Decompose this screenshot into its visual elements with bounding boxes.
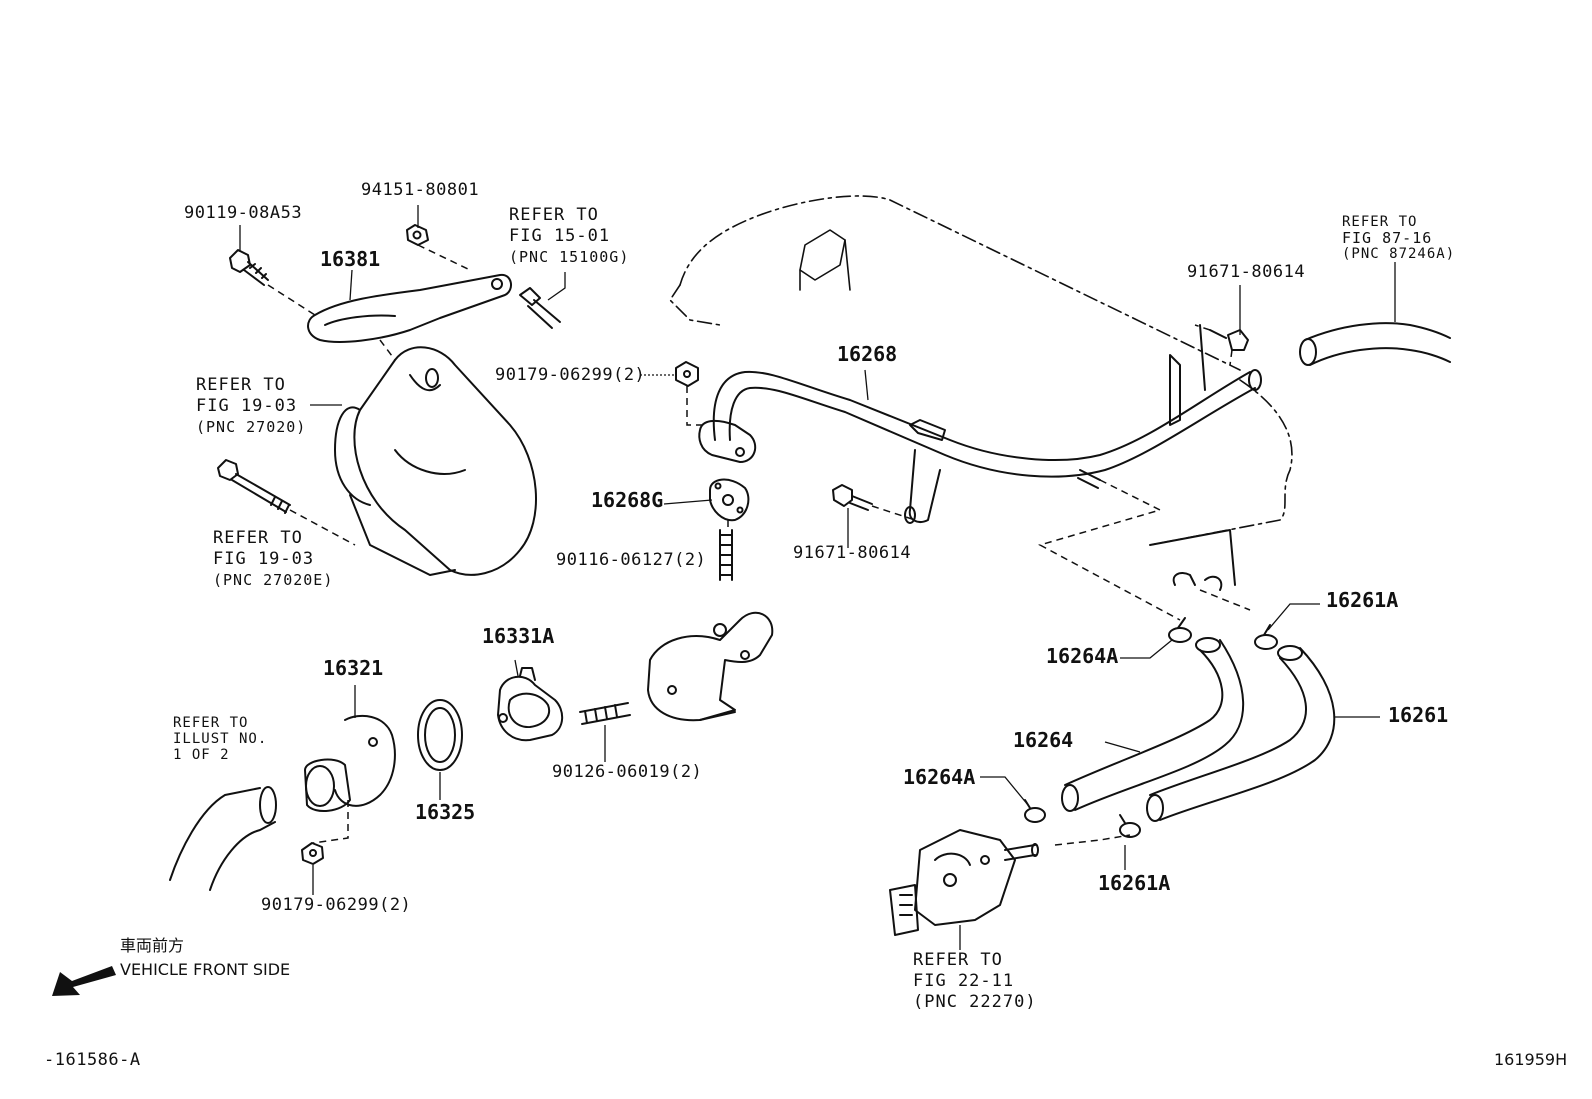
stud-90116-06127 <box>719 529 733 581</box>
refer-line-1: REFER TO <box>213 528 303 548</box>
vehicle-front-arrow-icon <box>52 966 116 996</box>
label-16325: 16325 <box>415 800 476 824</box>
refer-line-3: (PNC 15100G) <box>509 248 630 266</box>
bolt-91671-80614-top <box>1209 329 1249 351</box>
label-16381: 16381 <box>320 247 381 271</box>
gasket-16325 <box>417 699 463 771</box>
refer-line-3: 1 OF 2 <box>173 747 230 763</box>
stud-pnc-15100g <box>519 287 561 329</box>
label-16264: 16264 <box>1013 728 1074 752</box>
refer-line-2: FIG 15-01 <box>509 226 611 246</box>
refer-fig-15-01: REFER TO FIG 15-01 (PNC 15100G) <box>509 205 629 268</box>
refer-line-1: REFER TO <box>509 205 599 225</box>
label-16321: 16321 <box>323 656 384 680</box>
hose-16264 <box>1061 637 1245 812</box>
vehicle-front-note: 車両前方 VEHICLE FRONT SIDE <box>120 934 290 982</box>
gasket-16268G <box>709 478 750 522</box>
refer-line-3: (PNC 87246A) <box>1342 246 1456 262</box>
housing-fragment <box>647 611 774 722</box>
refer-line-1: REFER TO <box>173 715 249 731</box>
refer-line-3: (PNC 27020E) <box>213 571 334 589</box>
refer-line-1: REFER TO <box>1342 214 1418 230</box>
refer-fig-19-03-a: REFER TO FIG 19-03 (PNC 27020) <box>196 375 306 438</box>
clamp-16261A-bottom <box>1119 814 1141 838</box>
label-16261A-bottom: 16261A <box>1098 871 1171 895</box>
label-16261A-top: 16261A <box>1326 588 1399 612</box>
vehicle-front-japanese: 車両前方 <box>120 936 185 955</box>
nut-90179-06299-top <box>675 361 699 387</box>
label-90119-08A53: 90119-08A53 <box>184 203 303 223</box>
label-16261: 16261 <box>1388 703 1449 727</box>
refer-line-1: REFER TO <box>913 950 1003 970</box>
label-16264A-top: 16264A <box>1046 644 1119 668</box>
nut-94151-80801 <box>406 224 429 246</box>
vehicle-front-english: VEHICLE FRONT SIDE <box>120 960 291 979</box>
refer-line-1: REFER TO <box>196 375 286 395</box>
clamp-16264A-bottom <box>1024 799 1046 823</box>
label-91671-80614-top: 91671-80614 <box>1187 262 1306 282</box>
long-bolt-pnc-27020e <box>217 459 291 514</box>
illustration-code-left: -161586-A <box>44 1050 141 1070</box>
component-pnc-27020 <box>334 346 537 576</box>
hose-pnc-87246a <box>1299 322 1451 366</box>
label-91671-80614-mid: 91671-80614 <box>793 543 912 563</box>
refer-fig-19-03-b: REFER TO FIG 19-03 (PNC 27020E) <box>213 528 333 591</box>
label-16268: 16268 <box>837 342 898 366</box>
bracket-16381 <box>307 273 512 343</box>
clamp-16261A-top <box>1254 624 1278 650</box>
bolt-90119-08A53 <box>229 249 269 286</box>
refer-line-3: (PNC 22270) <box>913 992 1037 1012</box>
pipe-ends <box>1149 529 1236 591</box>
refer-line-2: FIG 87-16 <box>1342 229 1433 247</box>
refer-line-3: (PNC 27020) <box>196 418 307 436</box>
refer-fig-22-11: REFER TO FIG 22-11 (PNC 22270) <box>913 950 1037 1013</box>
label-90179-06299-top: 90179-06299(2) <box>495 365 646 385</box>
label-16264A-bottom: 16264A <box>903 765 976 789</box>
label-90179-06299-bottom: 90179-06299(2) <box>261 895 412 915</box>
refer-line-2: FIG 19-03 <box>196 396 298 416</box>
refer-line-2: FIG 19-03 <box>213 549 315 569</box>
label-16331A: 16331A <box>482 624 555 648</box>
clamp-16264A-top <box>1168 617 1192 643</box>
refer-line-2: ILLUST NO. <box>173 731 268 747</box>
valve-pnc-22270 <box>889 829 1039 936</box>
hose-16261 <box>1146 645 1336 822</box>
radiator-hose <box>169 786 277 891</box>
refer-line-2: FIG 22-11 <box>913 971 1015 991</box>
illustration-code-right: 161959H <box>1494 1050 1568 1069</box>
nut-90179-06299-bottom <box>301 842 324 865</box>
water-inlet-16321 <box>304 714 396 812</box>
refer-illust-no: REFER TO ILLUST NO. 1 OF 2 <box>173 715 267 763</box>
label-90116-06127: 90116-06127(2) <box>556 550 707 570</box>
thermostat-16331A <box>497 667 564 742</box>
intake-manifold-outline <box>669 195 1293 546</box>
bolt-91671-80614-mid <box>832 484 873 511</box>
throttle-boss <box>799 229 851 291</box>
label-94151-80801: 94151-80801 <box>361 180 480 200</box>
label-90126-06019: 90126-06019(2) <box>552 762 703 782</box>
label-16268G: 16268G <box>591 488 664 512</box>
pipe-16268 <box>698 324 1262 524</box>
stud-90126-06019 <box>579 702 631 725</box>
refer-fig-87-16: REFER TO FIG 87-16 (PNC 87246A) <box>1342 214 1455 262</box>
